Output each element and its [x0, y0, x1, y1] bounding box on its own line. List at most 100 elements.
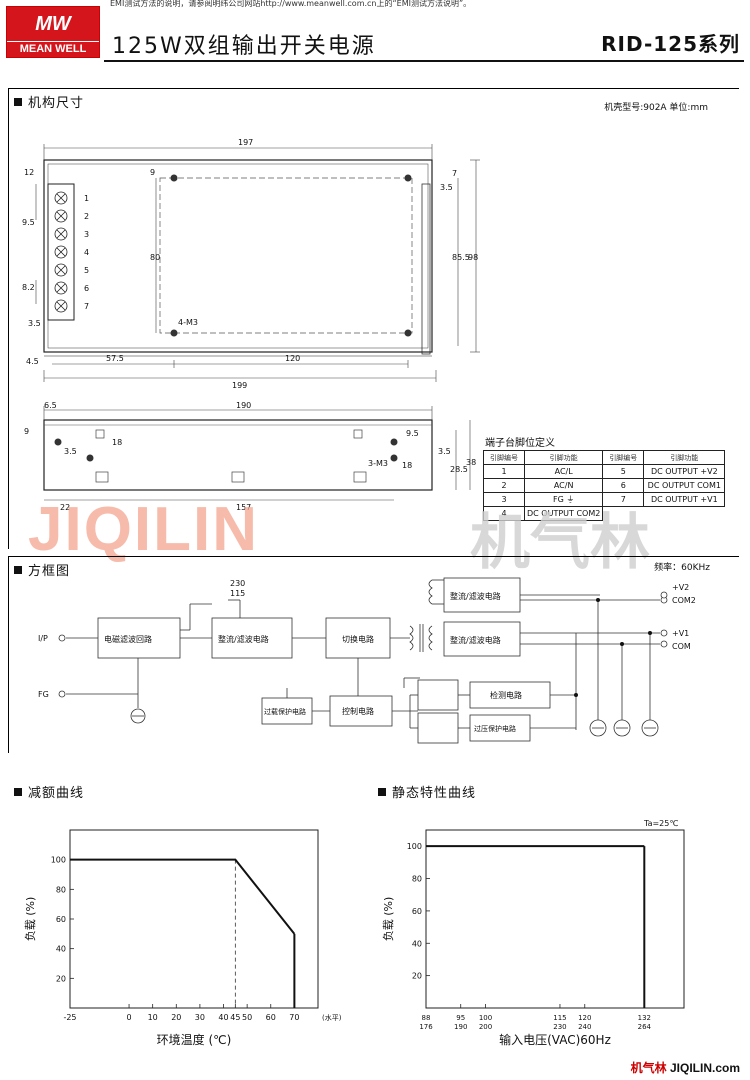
table-cell: 5: [602, 464, 645, 479]
dim-diam: 3.5: [28, 319, 41, 328]
dim-width-bottom: 199: [232, 381, 247, 390]
x-tick-label-bottom: 264: [638, 1023, 652, 1031]
svg-text:3: 3: [84, 230, 89, 239]
side-dim-height: 38: [466, 458, 476, 467]
mount-hole-icon: [404, 329, 412, 337]
x-tick-label: 60: [266, 1013, 276, 1022]
switch-label: 切换电路: [342, 634, 374, 644]
v1-terminal-icon: [660, 629, 668, 637]
side-dim-span: 157: [236, 503, 251, 512]
pin-header-func: 引脚功能: [523, 450, 604, 465]
svg-text:1: 1: [84, 194, 89, 203]
top-view-inner: [47, 163, 429, 349]
terminal-numbers: 1 2 3 4 5 6 7: [84, 194, 89, 311]
mount-hole-icon: [170, 329, 178, 337]
x-tick-label: 70: [289, 1013, 299, 1022]
case-label: 机壳型号:902A 单位:mm: [604, 103, 708, 113]
y-tick-label: 80: [412, 875, 422, 884]
x-tick-label-top: 115: [553, 1014, 566, 1022]
dim-height-total: 98: [468, 253, 478, 262]
sel-115-label: 115: [230, 589, 245, 598]
dim-slot-top: 7: [452, 169, 457, 178]
dim-pitch2: 8.2: [22, 283, 35, 292]
table-row: 3 FG ⏚ 7 DC OUTPUT +V1: [483, 492, 726, 507]
x-tick-label-bottom: 190: [454, 1023, 467, 1031]
x-axis-label: 环境温度 (℃): [157, 1032, 232, 1047]
page-title: 125W双组输出开关电源: [112, 34, 376, 59]
temperature-annotation: Ta=25℃: [643, 819, 678, 828]
table-cell: AC/L: [523, 464, 604, 479]
rect1-label: 整流/滤波电路: [218, 634, 269, 644]
side-dim-top: 9: [24, 427, 29, 436]
x-unit-annotation: (水平): [322, 1013, 342, 1022]
control-label: 控制电路: [342, 706, 374, 716]
dim-top-offset: 12: [24, 168, 34, 177]
y-tick-label: 40: [56, 945, 66, 954]
y-axis-label: 负载 (%): [23, 897, 37, 942]
x-tick-label-bottom: 200: [479, 1023, 492, 1031]
bullet-icon: [14, 98, 22, 106]
opto1-box: [417, 679, 459, 711]
x-tick-label: 10: [148, 1013, 158, 1022]
watermark-latin: JIQILIN: [28, 495, 260, 564]
y-tick-label: 100: [51, 856, 66, 865]
dim-width-top: 197: [238, 138, 253, 147]
series-name: RID-125系列: [601, 32, 740, 56]
side-dim-h2: 28.5: [450, 465, 468, 474]
table-cell: 7: [602, 492, 645, 507]
plot-frame: [69, 829, 319, 1009]
x-tick-label: 30: [195, 1013, 205, 1022]
v1-label: +V1: [672, 629, 689, 638]
dim-hole-vert: 80: [150, 253, 160, 262]
side-view-outline: [43, 419, 433, 491]
dim-screw: 4-M3: [178, 318, 198, 327]
dim-left-margin: 4.5: [26, 357, 39, 366]
x-tick-label: 0: [127, 1013, 132, 1022]
block-diagram: I/P FG 电磁滤波回路 整流/滤波电路 切换电路 整流/滤波电路 整流/滤波…: [38, 577, 696, 744]
y-axis-label: 负载 (%): [381, 897, 395, 942]
dim-slot: 3.5: [440, 183, 453, 192]
pin-header-func2: 引脚功能: [643, 450, 726, 465]
ground-icon: [130, 708, 659, 737]
pcb-outline: [159, 177, 413, 334]
table-cell: DC OUTPUT +V1: [643, 492, 726, 507]
table-cell: 6: [602, 478, 645, 493]
bullet-icon: [14, 788, 22, 796]
table-row: 引脚编号 引脚功能 引脚编号 引脚功能: [483, 450, 726, 465]
table-cell: [644, 507, 725, 521]
table-row: 1 AC/L 5 DC OUTPUT +V2: [483, 464, 726, 479]
table-cell: DC OUTPUT COM1: [643, 478, 726, 493]
table-row: 4 DC OUTPUT COM2: [483, 506, 725, 521]
bullet-icon: [378, 788, 386, 796]
static-section-title: 静态特性曲线: [378, 782, 476, 801]
x-tick-label: 50: [242, 1013, 252, 1022]
static-chart: Ta=25℃2040608010088176951901002001152301…: [381, 819, 685, 1047]
x-tick-label: -25: [63, 1013, 76, 1022]
x-tick-label-top: 100: [479, 1014, 492, 1022]
olp-label: 过载保护电路: [264, 707, 306, 716]
plot-frame: [425, 829, 685, 1009]
side-hole-icon: [390, 454, 398, 462]
x-axis-label: 输入电压(VAC)60Hz: [499, 1032, 611, 1047]
x-tick-label-top: 88: [422, 1014, 431, 1022]
ip-label: I/P: [38, 634, 48, 643]
side-dim-hole-r: 9.5: [406, 429, 419, 438]
dim-height-inner: 85.5: [452, 253, 470, 262]
com-terminal-icon: [660, 640, 668, 648]
x-tick-label-bottom: 240: [578, 1023, 591, 1031]
y-tick-label: 60: [412, 907, 422, 916]
svg-text:4: 4: [84, 248, 89, 257]
rect-v1-box: [443, 621, 521, 657]
pin-table-title: 端子台脚位定义: [485, 438, 555, 449]
terminal-screws: [54, 191, 68, 313]
x-tick-label-bottom: 230: [553, 1023, 566, 1031]
x-tick-label-top: 120: [578, 1014, 591, 1022]
opto2-box: [417, 712, 459, 744]
side-hole-icon: [390, 438, 398, 446]
y-tick-label: 20: [412, 972, 422, 981]
dim-corner: 9: [150, 168, 155, 177]
block-section-frame: [8, 556, 739, 753]
side-dim-width: 190: [236, 401, 251, 410]
ip-terminal-icon: [58, 634, 66, 642]
